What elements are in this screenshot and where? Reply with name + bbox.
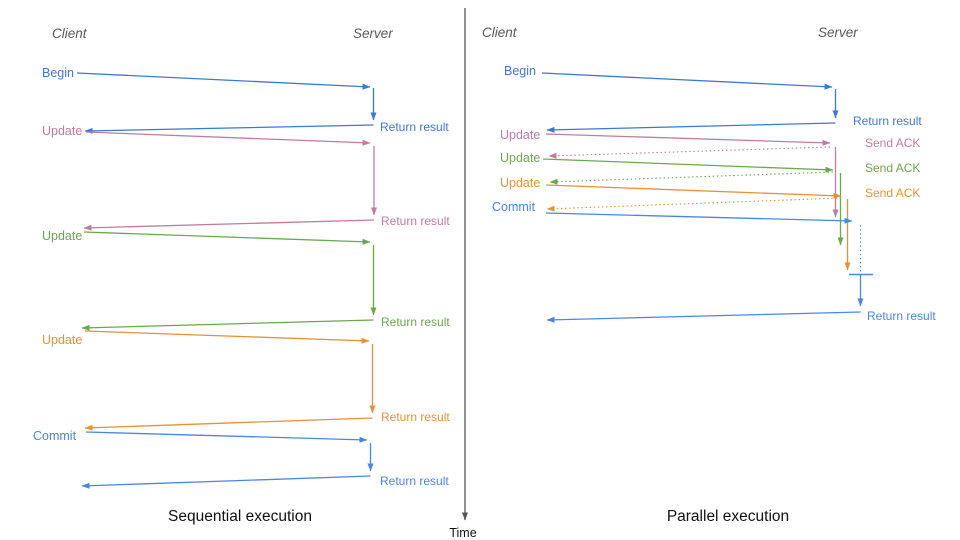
sequential-panel: Client Server Begin Return result Update… <box>33 26 450 525</box>
time-axis-label: Time <box>449 526 476 540</box>
server-header: Server <box>353 26 393 41</box>
client-header: Client <box>52 26 88 41</box>
time-axis: Time <box>449 8 477 540</box>
update-3-request-label: Update <box>500 176 540 190</box>
update-1-return-label: Return result <box>381 214 450 228</box>
client-header: Client <box>482 25 518 40</box>
begin-request-label: Begin <box>42 66 74 80</box>
commit-request-label: Commit <box>33 429 77 443</box>
commit-return-arrow <box>546 311 861 323</box>
begin-request-arrow <box>76 72 371 90</box>
update-2-return-label: Return result <box>381 315 450 329</box>
commit-return-label: Return result <box>867 309 936 323</box>
update-2-ack-dotted-arrow <box>549 171 834 185</box>
update-2-ack-label: Send ACK <box>865 161 920 175</box>
seq-begin-message: Begin Return result <box>42 66 449 134</box>
parallel-panel: Client Server Begin Return result Update… <box>482 25 936 525</box>
update-2-return-arrow <box>81 319 374 331</box>
update-3-return-label: Return result <box>381 410 450 424</box>
parallel-panel-title: Parallel execution <box>667 508 789 525</box>
par-update-1-message: Update Send ACK <box>500 128 920 218</box>
update-1-request-label: Update <box>500 128 540 142</box>
commit-return-label: Return result <box>380 474 449 488</box>
seq-update-2-message: Update Return result <box>42 229 450 331</box>
update-3-request-arrow <box>84 330 370 344</box>
commit-request-arrow <box>85 431 368 443</box>
commit-request-label: Commit <box>492 200 536 214</box>
begin-return-arrow <box>546 122 836 133</box>
seq-update-3-message: Update Return result <box>42 330 450 431</box>
update-1-request-arrow <box>85 131 371 146</box>
update-2-request-arrow <box>83 231 371 245</box>
update-1-request-label: Update <box>42 124 82 138</box>
update-2-request-arrow <box>542 158 834 173</box>
update-3-ack-dotted-arrow <box>546 197 842 212</box>
begin-return-label: Return result <box>380 120 449 134</box>
update-1-ack-dotted-arrow <box>548 146 831 159</box>
update-2-request-label: Update <box>500 151 540 165</box>
update-3-request-label: Update <box>42 333 82 347</box>
update-1-return-arrow <box>83 219 375 231</box>
par-commit-message: Commit Return result <box>492 200 936 323</box>
par-update-2-message: Update Send ACK <box>500 151 920 246</box>
update-1-request-arrow <box>545 133 831 146</box>
par-update-3-message: Update Send ACK <box>500 176 920 271</box>
begin-request-label: Begin <box>504 64 536 78</box>
update-1-ack-label: Send ACK <box>865 136 920 150</box>
seq-commit-message: Commit Return result <box>33 429 449 489</box>
begin-return-arrow <box>84 124 374 134</box>
server-header: Server <box>818 25 858 40</box>
update-2-request-label: Update <box>42 229 82 243</box>
commit-return-arrow <box>81 475 371 489</box>
update-3-request-arrow <box>545 184 842 199</box>
commit-request-arrow <box>545 212 853 224</box>
begin-request-arrow <box>541 72 833 90</box>
par-begin-message: Begin Return result <box>504 64 922 133</box>
seq-update-1-message: Update Return result <box>42 124 450 231</box>
begin-return-label: Return result <box>853 114 922 128</box>
sequential-panel-title: Sequential execution <box>168 508 312 525</box>
update-3-return-arrow <box>84 417 373 431</box>
update-3-ack-label: Send ACK <box>865 186 920 200</box>
